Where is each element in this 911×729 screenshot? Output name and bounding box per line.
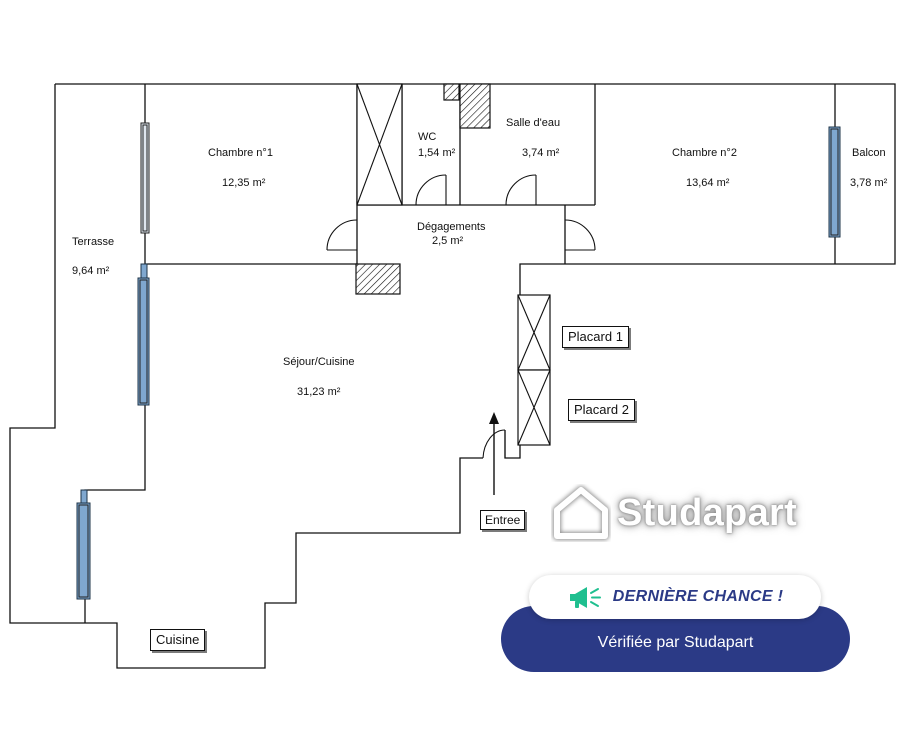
window-terrasse-top bbox=[80, 489, 88, 504]
verified-text: Vérifiée par Studapart bbox=[597, 634, 754, 651]
entrance-arrow-head bbox=[489, 412, 499, 424]
window-chambre2 bbox=[828, 126, 841, 238]
outer-wall-west bbox=[9, 84, 483, 669]
room-name-balcon: Balcon bbox=[852, 147, 886, 159]
room-name-chambre2: Chambre n°2 bbox=[672, 147, 737, 159]
shaft-cross bbox=[356, 83, 403, 206]
door-salle-eau bbox=[505, 174, 537, 206]
door-chambre2 bbox=[564, 219, 596, 251]
room-area-chambre2: 13,64 m² bbox=[686, 177, 730, 189]
room-name-terrasse: Terrasse bbox=[72, 236, 114, 248]
room-area-terrasse: 9,64 m² bbox=[72, 265, 110, 277]
outer-wall bbox=[55, 83, 896, 459]
placard-1-label: Placard 1 bbox=[562, 326, 629, 348]
megaphone-icon bbox=[569, 587, 601, 608]
window-sejour-frame bbox=[139, 279, 148, 404]
hatched-duct bbox=[459, 83, 491, 129]
last-chance-badge: DERNIÈRE CHANCE ! bbox=[529, 575, 821, 619]
room-area-chambre1: 12,35 m² bbox=[222, 177, 266, 189]
house-logo-icon bbox=[553, 486, 609, 540]
window-chambre2-frame bbox=[830, 128, 839, 236]
room-area-balcon: 3,78 m² bbox=[850, 177, 888, 189]
door-wc bbox=[415, 174, 447, 206]
hatched-duct bbox=[443, 83, 460, 101]
room-name-degagements: Dégagements bbox=[417, 221, 486, 233]
door-entree bbox=[482, 429, 506, 459]
entree-label: Entree bbox=[480, 510, 526, 530]
watermark-brand: Studapart bbox=[617, 491, 798, 534]
room-area-wc: 1,54 m² bbox=[418, 147, 456, 159]
window-chambre1-glass bbox=[142, 124, 148, 232]
room-name-sejour: Séjour/Cuisine bbox=[283, 356, 355, 368]
terrace-outline bbox=[84, 84, 146, 623]
placard-1-cross bbox=[517, 294, 551, 371]
cuisine-label: Cuisine bbox=[150, 629, 206, 651]
hatched-duct bbox=[355, 263, 401, 295]
placard-2-label: Placard 2 bbox=[568, 399, 635, 421]
last-chance-text: DERNIÈRE CHANCE ! bbox=[612, 588, 784, 605]
room-area-degagements: 2,5 m² bbox=[432, 235, 464, 247]
room-area-salle-eau: 3,74 m² bbox=[522, 147, 560, 159]
room-name-chambre1: Chambre n°1 bbox=[208, 147, 273, 159]
room-area-sejour: 31,23 m² bbox=[297, 386, 341, 398]
studapart-watermark: Studapart bbox=[551, 484, 797, 542]
window-sejour-top bbox=[140, 263, 148, 279]
placard-2-cross bbox=[517, 369, 551, 446]
room-name-wc: WC bbox=[418, 131, 436, 143]
door-chambre1 bbox=[326, 219, 358, 251]
window-terrasse-frame bbox=[78, 504, 89, 598]
room-name-salle-eau: Salle d'eau bbox=[506, 117, 560, 129]
